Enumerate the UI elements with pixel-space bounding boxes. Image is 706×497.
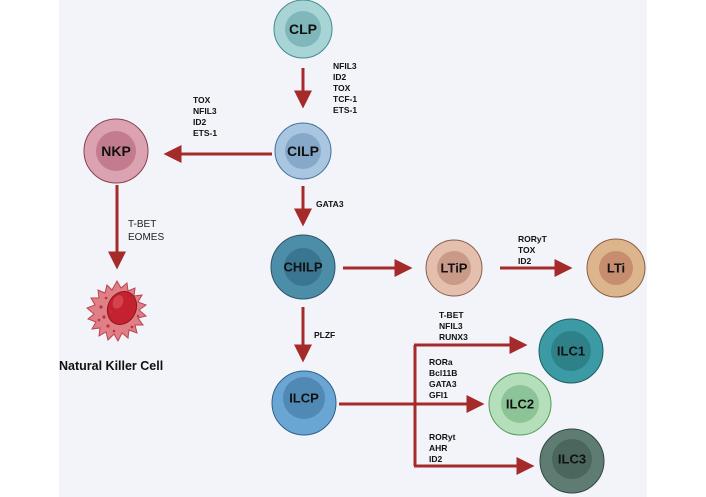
cell-ltip-label: LTiP — [441, 261, 468, 276]
cell-ilc2: ILC2 — [488, 372, 552, 436]
cell-chilp-label: CHILP — [284, 260, 323, 275]
cell-cilp-inner — [285, 133, 321, 169]
factor-label: AHR — [429, 443, 447, 453]
factor-label: T-BET — [439, 310, 464, 320]
factor-label: ETS-1 — [333, 105, 357, 115]
factor-label: RORa — [429, 357, 453, 367]
factor-label: ID2 — [333, 72, 347, 82]
arrows — [108, 68, 573, 475]
factor-label: GFI1 — [429, 390, 448, 400]
cell-chilp-inner — [284, 248, 322, 286]
cell-cilp: CILP — [274, 122, 332, 180]
cell-ilcp-label: ILCP — [289, 391, 319, 406]
factor-label: RUNX3 — [439, 332, 468, 342]
cell-clp-inner — [285, 11, 321, 47]
factor-label: TOX — [333, 83, 351, 93]
factor-label: TOX — [518, 245, 536, 255]
cell-ilc3-inner — [552, 439, 592, 479]
factors-ilcp-to-ilc2: RORa Bcl11B GATA3 GFI1 — [429, 357, 457, 400]
cell-ilc1-label: ILC1 — [557, 344, 585, 359]
factor-label: TOX — [193, 95, 211, 105]
factor-label: EOMES — [128, 232, 164, 243]
cell-lti: LTi — [586, 238, 646, 298]
cell-ilcp-inner — [283, 377, 325, 419]
natural-killer-cell-label: Natural Killer Cell — [59, 359, 163, 373]
factors-ilcp-to-ilc3: RORyt AHR ID2 — [429, 432, 456, 464]
nk-cell-granules — [97, 296, 140, 333]
factor-label: RORyT — [518, 234, 548, 244]
cell-chilp: CHILP — [270, 234, 336, 300]
nk-cell-nucleus-highlight — [112, 295, 124, 309]
factor-label: GATA3 — [316, 199, 344, 209]
cell-ltip: LTiP — [425, 239, 483, 297]
cell-nkp-inner — [96, 131, 136, 171]
cell-ilc3: ILC3 — [539, 428, 605, 494]
cell-clp-label: CLP — [289, 21, 317, 37]
cell-lti-label: LTi — [607, 261, 625, 276]
cell-ilc1: ILC1 — [538, 318, 604, 384]
factors-cilp-to-chilp: GATA3 — [316, 199, 344, 209]
factors-ltip-to-lti: RORyT TOX ID2 — [518, 234, 548, 266]
cell-nkp: NKP — [83, 118, 149, 184]
natural-killer-cell-icon — [86, 279, 148, 343]
factor-label: PLZF — [314, 330, 335, 340]
factors-ilcp-to-ilc1: T-BET NFIL3 RUNX3 — [439, 310, 468, 342]
factor-label: NFIL3 — [439, 321, 463, 331]
factor-label: NFIL3 — [333, 61, 357, 71]
factor-label: NFIL3 — [193, 106, 217, 116]
factor-label: GATA3 — [429, 379, 457, 389]
cell-ilc3-label: ILC3 — [558, 452, 586, 467]
cell-cilp-label: CILP — [287, 143, 319, 159]
factor-label: ID2 — [193, 117, 207, 127]
factor-label: TCF-1 — [333, 94, 357, 104]
factor-label: T-BET — [128, 219, 156, 230]
cell-lti-inner — [599, 251, 633, 285]
factor-label: ETS-1 — [193, 128, 217, 138]
factor-label: ID2 — [518, 256, 532, 266]
cell-ltip-inner — [437, 251, 471, 285]
factors-clp-to-cilp: NFIL3 ID2 TOX TCF-1 ETS-1 — [333, 61, 357, 115]
cell-nkp-label: NKP — [101, 143, 131, 159]
cell-clp: CLP — [273, 0, 333, 59]
cell-ilc2-label: ILC2 — [506, 397, 534, 412]
factors-nkp-to-nk: T-BET EOMES — [128, 219, 164, 243]
cell-ilc2-inner — [501, 385, 539, 423]
factors-chilp-to-ilcp: PLZF — [314, 330, 335, 340]
factor-label: Bcl11B — [429, 368, 457, 378]
factor-label: RORyt — [429, 432, 456, 442]
cell-ilc1-inner — [551, 331, 591, 371]
factors-cilp-to-nkp: TOX NFIL3 ID2 ETS-1 — [193, 95, 217, 138]
factor-label: ID2 — [429, 454, 443, 464]
cell-ilcp: ILCP — [271, 370, 337, 436]
